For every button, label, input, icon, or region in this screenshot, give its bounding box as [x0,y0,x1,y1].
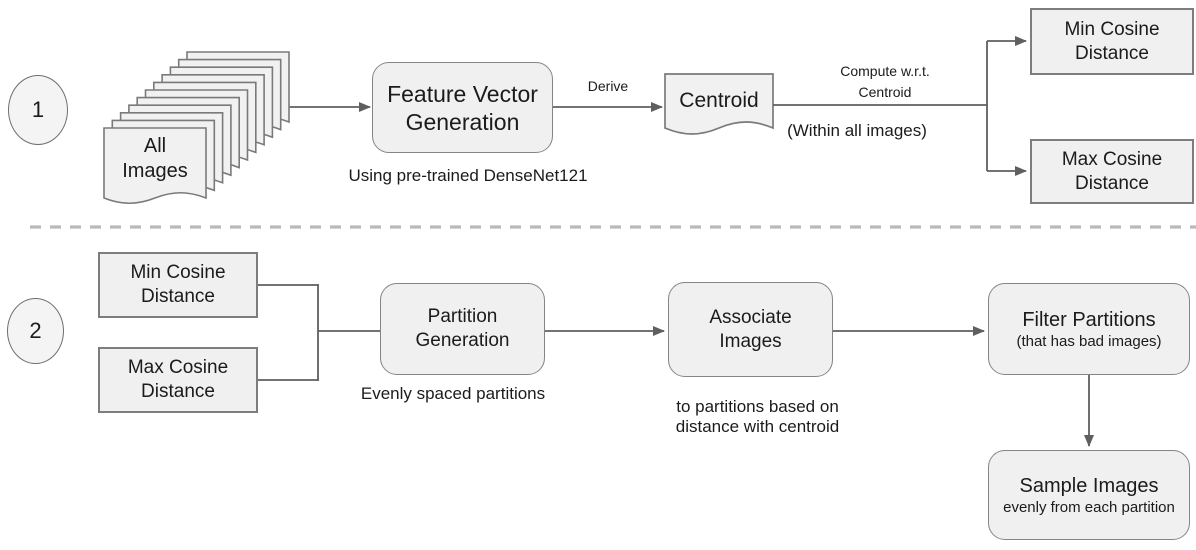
feature-vector-caption: Using pre-trained DenseNet121 [348,166,588,185]
associate-caption: to partitions based on distance with cen… [675,397,840,436]
filter-partitions-title: Filter Partitions [1022,308,1156,331]
compute-wrt-centroid-label: Compute w.r.t. Centroid [840,63,930,100]
feature-vector-generation-box: Feature Vector Generation [372,62,553,153]
arrows-2 [258,36,1094,447]
stage-1-number: 1 [31,97,45,122]
max-cosine-distance-box-stage1: Max Cosine Distance [1030,139,1194,204]
partition-generation-box: Partition Generation [380,283,545,375]
filter-partitions-subtitle: (that has bad images) [1016,332,1162,350]
filter-partitions-box: Filter Partitions (that has bad images) [988,283,1190,375]
associate-images-box: Associate Images [668,282,833,377]
min-cosine-distance-box-stage1: Min Cosine Distance [1030,8,1194,75]
centroid-label: Centroid [679,89,759,112]
all-images-label: All Images [122,135,188,182]
sample-images-title: Sample Images [1019,474,1159,497]
stage-1-badge: 1 [8,75,68,145]
partition-caption: Evenly spaced partitions [360,384,546,403]
min-cosine-distance-box-stage2: Min Cosine Distance [98,252,258,318]
stage-2-badge: 2 [7,298,64,364]
centroid-document-shape [664,73,774,135]
derive-arrow-label: Derive [587,78,629,94]
all-images-stack [103,51,290,205]
stage-2-number: 2 [29,318,42,343]
within-all-images-label: (Within all images) [787,121,927,140]
sample-images-box: Sample Images evenly from each partition [988,450,1190,540]
max-cosine-distance-box-stage2: Max Cosine Distance [98,347,258,413]
sample-images-subtitle: evenly from each partition [1003,498,1175,516]
